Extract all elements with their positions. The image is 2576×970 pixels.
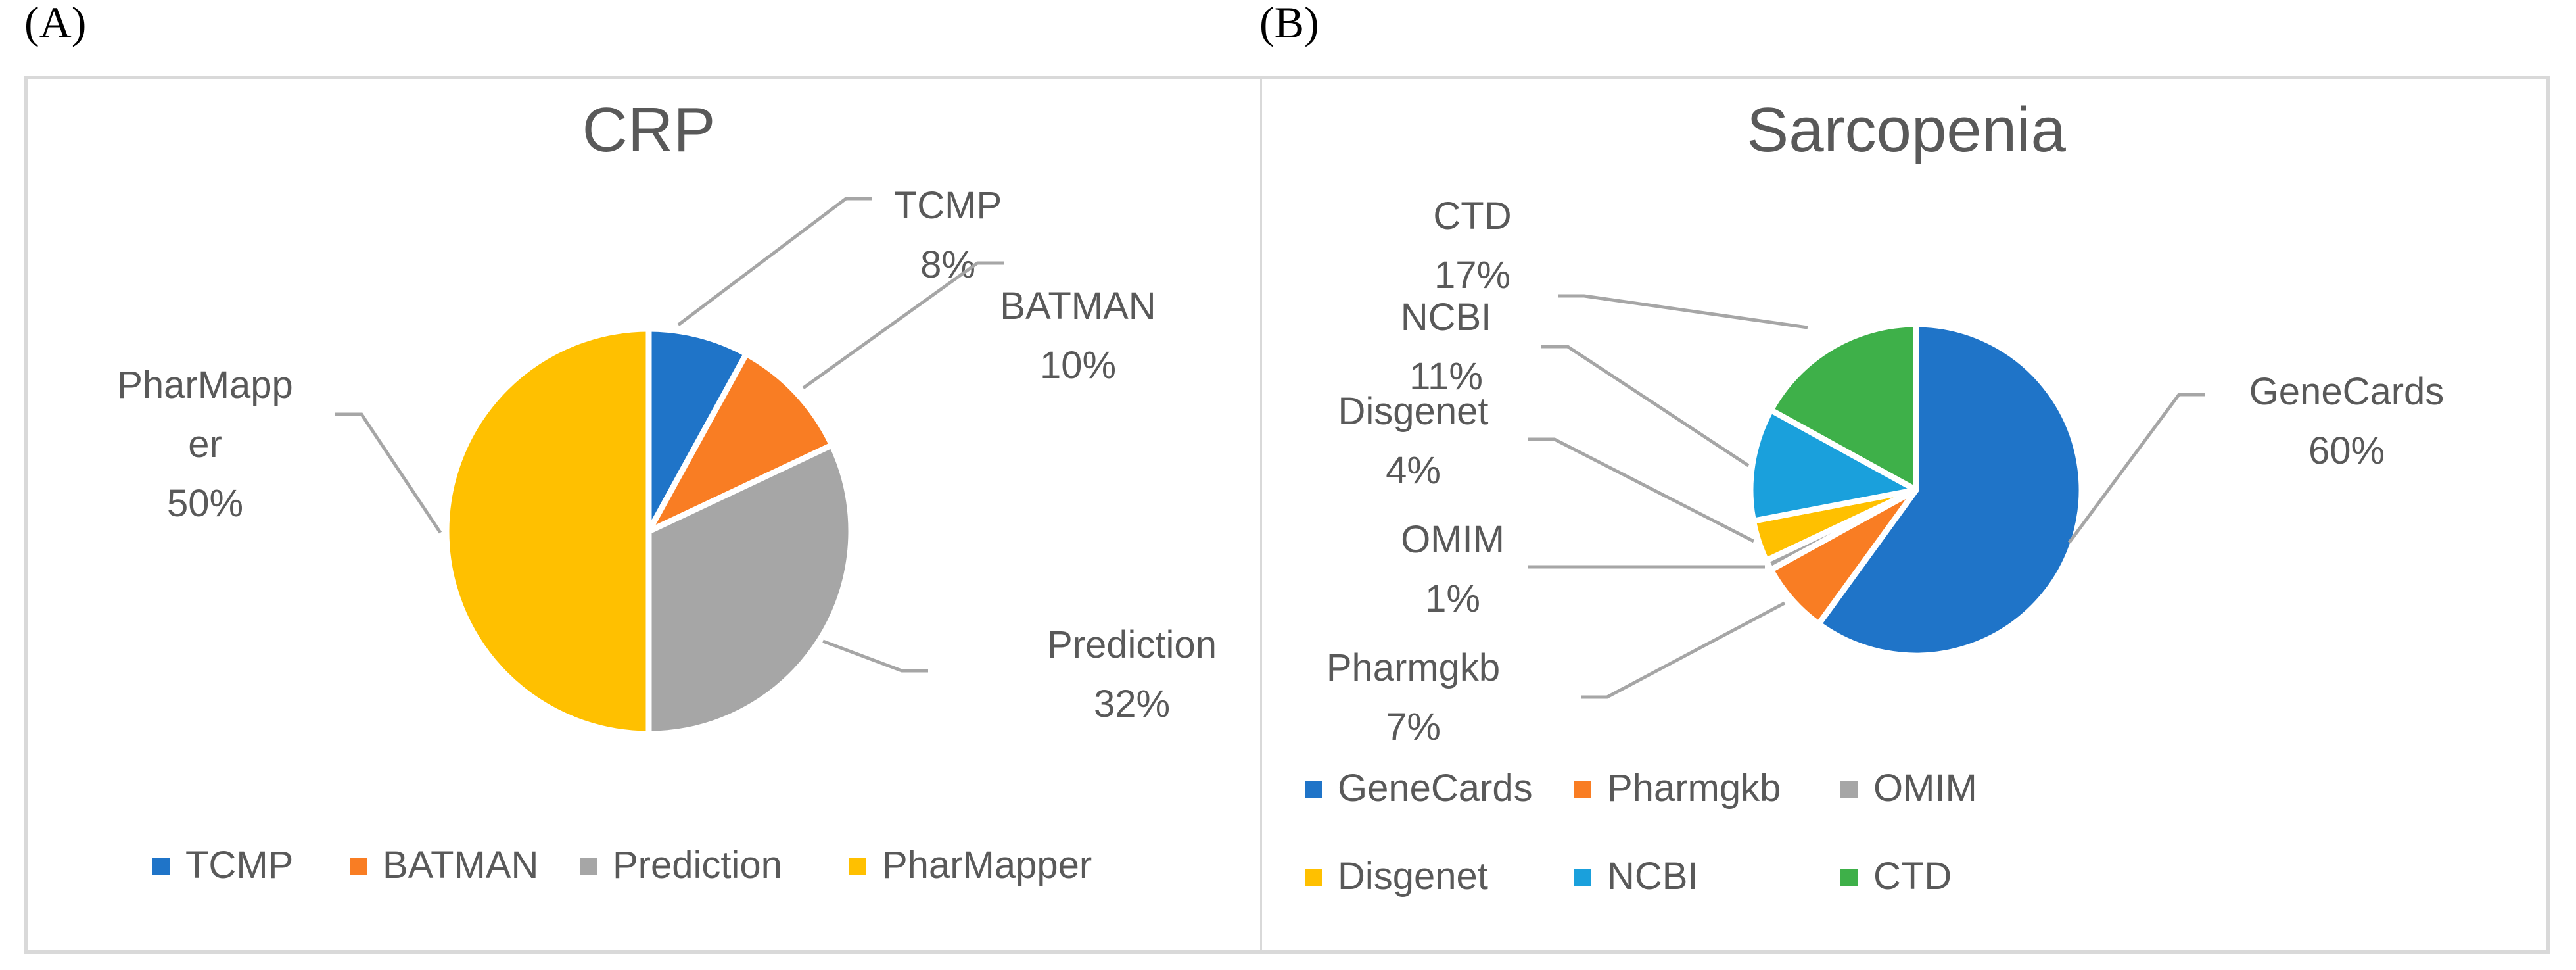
data-label-text: 7% xyxy=(1386,706,1441,748)
leader-line xyxy=(1558,294,1808,329)
data-label-text: 32% xyxy=(1094,683,1170,725)
data-label-text: Prediction xyxy=(1047,623,1217,666)
data-label-text: 17% xyxy=(1434,254,1510,297)
legend-swatch xyxy=(1840,781,1858,798)
legend-label: CTD xyxy=(1873,855,1952,898)
data-label-text: 4% xyxy=(1386,449,1441,492)
pie-slice-pharmapper xyxy=(443,326,652,737)
legend-label: PharMapper xyxy=(882,844,1092,886)
sarcopenia-pie-chart: Sarcopenia GeneCards 60% Pharmgkb 7% OMIM 1% D… xyxy=(1305,95,2445,898)
chart-title: CRP xyxy=(582,95,716,165)
panel-label-a: (A) xyxy=(24,0,87,47)
data-label-disgenet: Disgenet 4% xyxy=(1338,390,1755,543)
legend-swatch xyxy=(1305,869,1322,886)
data-label-genecards: GeneCards 60% xyxy=(2067,370,2445,544)
pie-slice-ncbi xyxy=(1747,407,1919,524)
legend-item-pharmgkb: Pharmgkb xyxy=(1574,767,1781,810)
legend-label: BATMAN xyxy=(383,844,538,886)
data-label-text: TCMP xyxy=(894,184,1002,227)
data-label-pharmgkb: Pharmgkb 7% xyxy=(1326,601,1786,748)
legend-item-omim: OMIM xyxy=(1840,767,1977,810)
legend-swatch xyxy=(350,858,367,875)
leader-line xyxy=(1541,345,1750,468)
legend-swatch xyxy=(1305,781,1322,798)
legend-item-disgenet: Disgenet xyxy=(1305,855,1488,898)
legend-item-ncbi: NCBI xyxy=(1574,855,1698,898)
pie-slice-genecards xyxy=(1815,321,2085,659)
crp-chart-area: CRP TCMP 8% BATMAN 10% Prediction 32% PharMapp… xyxy=(24,76,1267,954)
data-label-batman: BATMAN 10% xyxy=(802,261,1156,390)
legend-swatch xyxy=(1840,869,1858,886)
legend-swatch xyxy=(1574,869,1591,886)
data-label-text: 11% xyxy=(1409,355,1483,398)
data-label-text: 60% xyxy=(2308,429,2385,472)
leader-line xyxy=(822,639,928,673)
data-label-text: BATMAN xyxy=(1000,285,1156,327)
legend-label: NCBI xyxy=(1607,855,1698,898)
data-label-text: 10% xyxy=(1040,344,1116,387)
pie-slice-batman xyxy=(645,351,835,535)
legend-item-tcmp: TCMP xyxy=(152,844,293,886)
legend-item-pharmapper: PharMapper xyxy=(849,844,1092,886)
data-label-omim: OMIM 1% xyxy=(1401,518,1765,620)
legend: TCMP BATMAN Prediction PharMapper xyxy=(152,844,1092,886)
data-label-text: NCBI xyxy=(1401,296,1492,339)
data-label-pharmapper: PharMapp er 50% xyxy=(117,364,442,534)
data-label-text: 50% xyxy=(167,482,243,525)
data-label-text: PharMapp xyxy=(117,364,293,406)
panel-label-b: (B) xyxy=(1259,0,1319,47)
pie-slice-tcmp xyxy=(645,326,749,535)
crp-pie-chart: CRP TCMP 8% BATMAN 10% Prediction 32% PharMapp… xyxy=(117,95,1217,886)
legend-swatch xyxy=(1574,781,1591,798)
data-label-text: OMIM xyxy=(1401,518,1505,561)
leader-line xyxy=(335,412,442,534)
pie-slices xyxy=(1747,321,2085,659)
legend-item-ctd: CTD xyxy=(1840,855,1952,898)
pie-slices xyxy=(443,326,855,737)
leader-line xyxy=(802,261,1004,390)
data-label-prediction: Prediction 32% xyxy=(822,623,1217,725)
legend-label: OMIM xyxy=(1873,767,1977,810)
chart-title: Sarcopenia xyxy=(1746,95,2066,165)
legend-label: Disgenet xyxy=(1338,855,1488,898)
pie-slice-prediction xyxy=(645,442,855,737)
legend-swatch xyxy=(580,858,597,875)
legend-item-prediction: Prediction xyxy=(580,844,782,886)
pie-slice-ctd xyxy=(1768,321,1919,493)
leader-line xyxy=(2067,393,2205,544)
legend: GeneCards Pharmgkb OMIM Disgenet NCBI CTD xyxy=(1305,767,1977,898)
data-label-text: Disgenet xyxy=(1338,390,1489,433)
data-label-text: 1% xyxy=(1425,577,1480,620)
legend-label: Pharmgkb xyxy=(1607,767,1781,810)
sarcopenia-chart-area: Sarcopenia GeneCards 60% Pharmgkb 7% OMIM 1% D… xyxy=(1260,76,2550,954)
data-label-ctd: CTD 17% xyxy=(1433,195,1808,329)
legend-item-genecards: GeneCards xyxy=(1305,767,1533,810)
data-label-tcmp: TCMP 8% xyxy=(677,184,1002,326)
data-label-text: Pharmgkb xyxy=(1326,646,1500,689)
data-label-text: CTD xyxy=(1433,195,1511,237)
legend-label: Prediction xyxy=(613,844,782,886)
leader-line xyxy=(1581,601,1786,699)
data-label-text: 8% xyxy=(920,243,975,286)
data-label-ncbi: NCBI 11% xyxy=(1401,296,1750,468)
leader-line xyxy=(677,197,872,326)
legend-label: GeneCards xyxy=(1338,767,1533,810)
leader-line xyxy=(1528,437,1755,543)
data-label-text: GeneCards xyxy=(2249,370,2445,413)
data-label-text: er xyxy=(188,423,222,466)
legend-item-batman: BATMAN xyxy=(350,844,538,886)
legend-swatch xyxy=(152,858,170,875)
legend-label: TCMP xyxy=(185,844,293,886)
legend-swatch xyxy=(849,858,866,875)
